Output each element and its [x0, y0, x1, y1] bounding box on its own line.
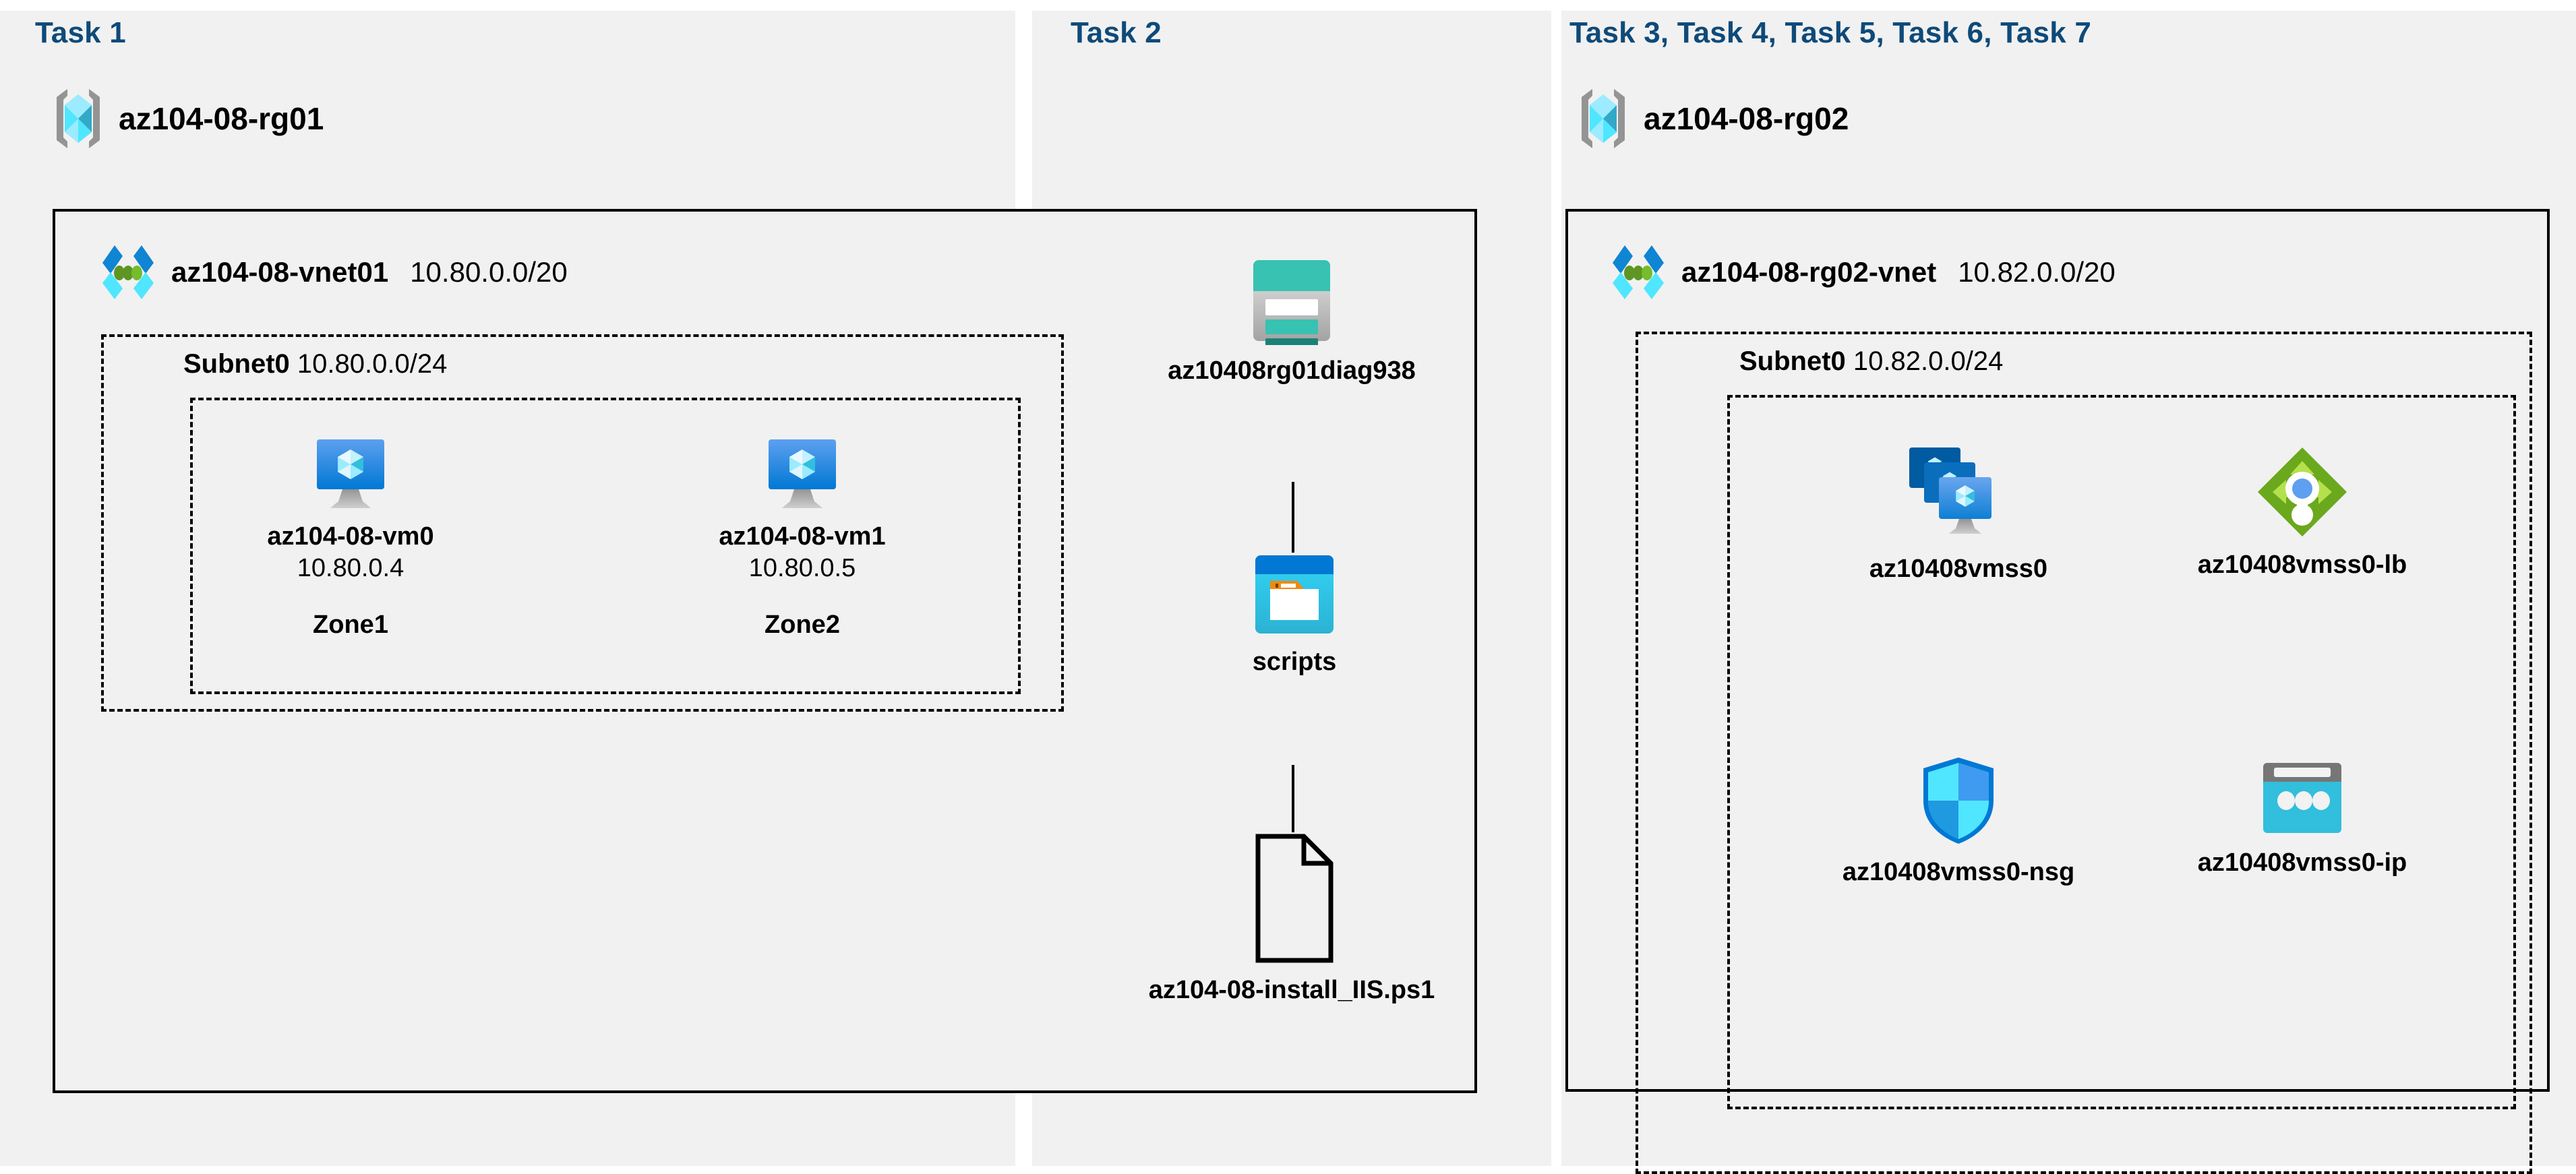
availability-zones-box	[190, 398, 1021, 694]
subnet0-cidr: 10.80.0.0/24	[297, 349, 448, 379]
resource-group-rg01: az104-08-rg01	[53, 88, 324, 150]
resource-group-name: az104-08-rg01	[119, 101, 324, 136]
vnet02-cidr: 10.82.0.0/20	[1958, 256, 2116, 288]
blob-container-icon	[1173, 553, 1416, 636]
vmss-resources-box	[1727, 395, 2516, 1109]
subnet0-cidr: 10.82.0.0/24	[1853, 346, 2004, 376]
vmss-node: az10408vmss0	[1814, 445, 2103, 584]
task-label-1: Task 1	[35, 16, 126, 49]
subnet0-name: Subnet0	[1739, 346, 1846, 376]
vm1-name: az104-08-vm1	[719, 522, 886, 551]
virtual-machine-icon	[222, 438, 479, 511]
vm0-node: az104-08-vm0 10.80.0.4 Zone1	[222, 438, 479, 640]
public-ip-name: az10408vmss0-ip	[2197, 848, 2407, 877]
storage-account-icon	[1157, 256, 1427, 345]
resource-group-rg02: az104-08-rg02	[1578, 88, 1849, 150]
storage-account-node: az10408rg01diag938	[1157, 256, 1427, 386]
vm1-ip: 10.80.0.5	[748, 553, 856, 582]
vnet02-header: az104-08-rg02-vnet 10.82.0.0/20	[1607, 244, 2116, 301]
vm1-node: az104-08-vm1 10.80.0.5 Zone2	[674, 438, 930, 640]
resource-group-icon	[53, 88, 104, 150]
file-icon	[1116, 832, 1467, 964]
task-label-2: Task 2	[1071, 16, 1162, 49]
vnet01-container: az104-08-vnet01 10.80.0.0/20 Subnet0 10.…	[53, 209, 1477, 1093]
vm0-name: az104-08-vm0	[267, 522, 434, 551]
subnet0-name: Subnet0	[183, 349, 290, 379]
nsg-name: az10408vmss0-nsg	[1842, 858, 2075, 886]
subnet0-title: Subnet0 10.82.0.0/24	[1739, 346, 2003, 377]
public-ip-address-icon	[2151, 762, 2454, 837]
task-label-3: Task 3, Task 4, Task 5, Task 6, Task 7	[1569, 16, 2091, 49]
connector-line	[1292, 765, 1294, 832]
vnet01-header: az104-08-vnet01 10.80.0.0/20	[97, 244, 568, 301]
ps1-file-name: az104-08-install_IIS.ps1	[1148, 976, 1435, 1004]
nsg-node: az10408vmss0-nsg	[1807, 755, 2110, 888]
virtual-network-icon	[97, 244, 159, 301]
vnet01-cidr: 10.80.0.0/20	[410, 256, 568, 288]
connector-line	[1292, 482, 1294, 553]
storage-account-name: az10408rg01diag938	[1168, 357, 1416, 385]
vm0-ip: 10.80.0.4	[297, 553, 405, 582]
vm1-zone: Zone2	[765, 611, 840, 640]
blob-container-node: scripts	[1173, 553, 1416, 677]
vnet02-container: az104-08-rg02-vnet 10.82.0.0/20 Subnet0 …	[1565, 209, 2550, 1174]
virtual-network-icon	[1607, 244, 1669, 301]
ps1-file-node: az104-08-install_IIS.ps1	[1116, 832, 1467, 1006]
network-security-group-icon	[1807, 755, 2110, 846]
blob-container-name: scripts	[1252, 648, 1337, 676]
load-balancer-name: az10408vmss0-lb	[2197, 551, 2407, 579]
resource-group-name: az104-08-rg02	[1644, 101, 1849, 136]
load-balancer-node: az10408vmss0-lb	[2151, 445, 2454, 580]
vnet01-name: az104-08-vnet01	[171, 256, 389, 288]
vm0-zone: Zone1	[313, 611, 388, 640]
virtual-machine-icon	[674, 438, 930, 511]
vm-scale-set-icon	[1814, 445, 2103, 543]
public-ip-node: az10408vmss0-ip	[2151, 762, 2454, 878]
subnet0-title: Subnet0 10.80.0.0/24	[183, 349, 447, 379]
subnet0-vnet01: Subnet0 10.80.0.0/24	[101, 334, 1064, 712]
resource-group-icon	[1578, 88, 1629, 150]
load-balancer-icon	[2151, 445, 2454, 539]
vnet02-name: az104-08-rg02-vnet	[1681, 256, 1937, 288]
vmss-name: az10408vmss0	[1869, 555, 2048, 583]
